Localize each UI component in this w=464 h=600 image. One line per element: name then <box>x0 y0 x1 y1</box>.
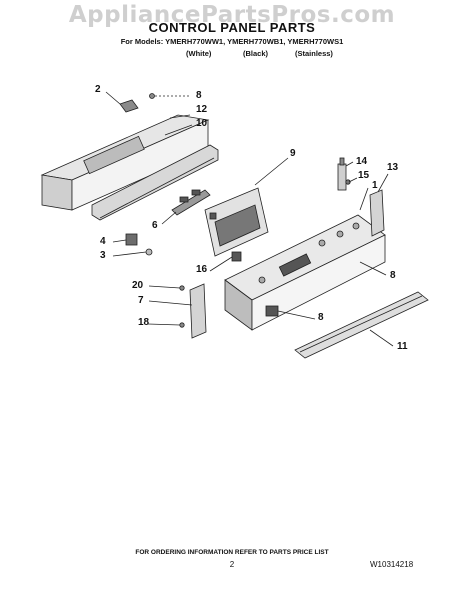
part-7-endcap <box>189 283 207 339</box>
callout-9: 9 <box>290 148 296 159</box>
part-4-block <box>125 233 138 246</box>
variant-black: (Black) <box>243 49 269 58</box>
part-13-endcap <box>369 189 385 237</box>
callout-11: 11 <box>397 341 408 352</box>
variant-stainless: (Stainless) <box>295 49 333 58</box>
callout-10: 10 <box>196 118 208 129</box>
callout-20: 20 <box>132 280 144 291</box>
part-11-trim <box>294 291 429 359</box>
callout-8-bottom: 18 <box>138 317 150 328</box>
callout-1: 1 <box>372 180 378 191</box>
callout-8-top: 8 <box>196 90 202 101</box>
part-16-knob <box>231 251 242 262</box>
watermark: AppliancePartsPros.com <box>68 2 396 28</box>
callout-3: 3 <box>100 250 106 261</box>
callout-13: 13 <box>387 162 399 173</box>
page-number: 2 <box>229 560 235 569</box>
part-3-washer <box>145 248 153 256</box>
part-18-connector <box>265 305 279 317</box>
callout-8-right: 8 <box>390 270 396 281</box>
rear-panel-face <box>41 174 73 211</box>
part-14-switch <box>337 163 347 191</box>
document-id: W10314218 <box>370 560 414 569</box>
part-15-clip <box>345 179 351 185</box>
callout-7: 7 <box>138 295 144 306</box>
callout-12: 12 <box>196 104 208 115</box>
page-title: CONTROL PANEL PARTS <box>148 20 316 35</box>
callout-18: 8 <box>318 312 324 323</box>
callout-2: 2 <box>95 84 101 95</box>
models-line: For Models: YMERH770WW1, YMERH770WB1, YM… <box>120 37 344 46</box>
part-6-bracket <box>171 189 211 216</box>
variant-white: (White) <box>186 49 212 58</box>
callout-15: 15 <box>358 170 370 181</box>
part-2-cap <box>119 99 139 113</box>
callout-6: 6 <box>152 220 158 231</box>
ordering-footer: FOR ORDERING INFORMATION REFER TO PARTS … <box>135 549 329 556</box>
channel <box>91 144 219 221</box>
callout-14: 14 <box>356 156 368 167</box>
callout-4: 4 <box>100 236 106 247</box>
callout-16: 16 <box>196 264 208 275</box>
